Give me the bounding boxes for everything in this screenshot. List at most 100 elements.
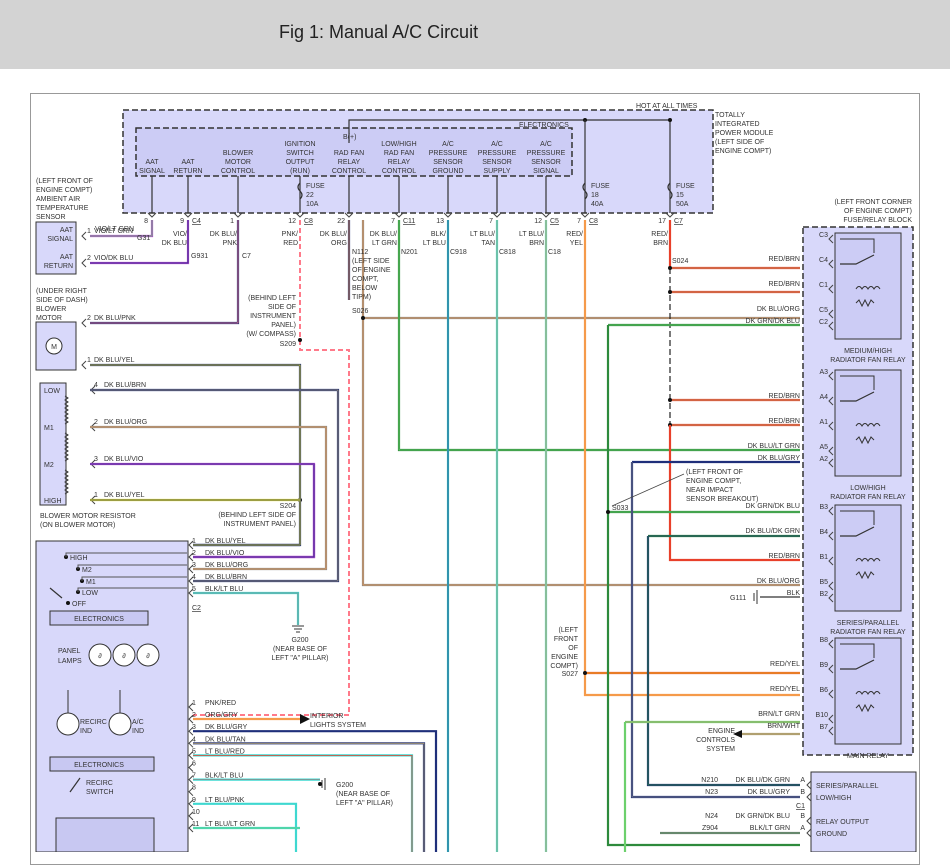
switch-position-label: M2 — [82, 567, 92, 574]
wire-label: BRN — [653, 240, 668, 247]
splice-s026: S026 — [352, 308, 368, 315]
relay-coil-icon — [855, 558, 881, 562]
resistor-wire-label: DK BLU/VIO — [104, 456, 144, 463]
aat-pin-label: SIGNAL — [47, 236, 73, 243]
relay-wire-label: RED/BRN — [768, 393, 800, 400]
relay-wire-label: RED/BRN — [768, 256, 800, 263]
relay-pin-connector — [828, 531, 834, 541]
splice-s027-note: (LEFT — [559, 627, 579, 634]
tipm-pin-number: 9 — [180, 218, 184, 225]
led-indicator-icon — [108, 712, 132, 736]
relay-name: RADIATOR FAN RELAY — [830, 494, 906, 501]
aat-pin-connector — [81, 231, 87, 241]
aat-wire-label: VIO/LT GRN — [94, 228, 133, 235]
fan-module-pin-label: B — [800, 789, 805, 796]
wire-dkblu-org-stripe — [362, 220, 800, 586]
blower-location: MOTOR — [36, 315, 62, 322]
c1-pin-number: 3 — [192, 724, 196, 731]
tipm-function-label: AAT — [181, 159, 195, 166]
switch-line — [81, 576, 187, 581]
wire-label: DK BLU/ — [370, 231, 397, 238]
c2-pin-connector — [188, 540, 194, 550]
c2-wire-label: DK BLU/YEL — [205, 538, 246, 545]
relay-coil-icon — [855, 286, 881, 290]
relay-pin-label: B10 — [816, 712, 829, 719]
wire-label: VIO/ — [173, 231, 187, 238]
splice-s209: S209 — [280, 341, 296, 348]
tipm-function-label: MOTOR — [225, 159, 251, 166]
c1-pin-number: 1 — [192, 700, 196, 707]
fan-module-wire-label: BLK/LT GRN — [750, 825, 790, 832]
splice-dot — [668, 266, 672, 270]
tipm-function-label: PRESSURE — [429, 150, 468, 157]
fan-module-pin-label: A — [800, 777, 805, 784]
aat-location: AMBIENT AIR — [36, 196, 80, 203]
relay-pin-connector — [828, 396, 834, 406]
c2-pin-connector — [188, 552, 194, 562]
c1-wire-label: DK BLU/GRY — [205, 724, 248, 731]
aat-pin-number: 1 — [87, 228, 91, 235]
splice-dot — [361, 316, 365, 320]
relay-pin-connector — [828, 593, 834, 603]
wire-red-brn-b1 — [668, 425, 800, 562]
blower-pin-number: 1 — [87, 357, 91, 364]
indicator-label: RECIRC — [80, 719, 107, 726]
relay-wire-label: DK BLU/ORG — [757, 578, 800, 585]
fan-module-pin-function: SERIES/PARALLEL — [816, 783, 879, 790]
tipm-function-label: SUPPLY — [483, 168, 510, 175]
relay-coil-icon — [855, 423, 881, 427]
relay-name: MEDIUM/HIGH — [844, 348, 892, 355]
c2-pin-number: 3 — [192, 562, 196, 569]
engine-controls-label: CONTROLS — [696, 737, 735, 744]
tipm-name: (LEFT SIDE OF — [715, 139, 764, 146]
figure-header: Fig 1: Manual A/C Circuit — [0, 0, 950, 69]
wire-c1-pin-stripe — [193, 755, 413, 852]
lamp-filament: ∂ — [146, 653, 150, 660]
tipm-pin-number: 8 — [144, 218, 148, 225]
fuse-icon — [582, 182, 588, 200]
c1-pin-number: 11 — [192, 821, 199, 828]
c2-pin-connector — [188, 564, 194, 574]
wire-c1-pin — [193, 802, 298, 852]
relay-pin-connector — [828, 664, 834, 674]
control-lower-block — [55, 817, 155, 852]
relay-pin-label: B5 — [819, 579, 828, 586]
tipm-function-label: A/C — [540, 141, 552, 148]
tipm-function-label: CONTROL — [221, 168, 255, 175]
tipm-pin-connector — [233, 212, 243, 218]
fuse-number: 15 — [676, 192, 684, 199]
blower-location: BLOWER — [36, 306, 66, 313]
c2-wire-label: DK BLU/VIO — [205, 550, 245, 557]
c1-pin-number: 6 — [192, 761, 196, 768]
blower-location: SIDE OF DASH) — [36, 297, 88, 304]
interior-lights-label: INTERIOR — [310, 713, 343, 720]
wire-pnk-red — [193, 220, 350, 716]
blower-location: (UNDER RIGHT — [36, 288, 88, 295]
relay-pin-label: B2 — [819, 591, 828, 598]
splice-dot — [668, 118, 672, 122]
relay-wire-label: RED/YEL — [770, 686, 800, 693]
tipm-connector-id: C8 — [304, 218, 313, 225]
relay-wire-label: DK BLU/DK GRN — [746, 528, 800, 535]
relay-pin-connector — [828, 458, 834, 468]
relay-pin-label: B9 — [819, 662, 828, 669]
wire-label: ORG — [331, 240, 347, 247]
wire-blk-ltblu-c2-stripe — [193, 592, 299, 625]
fan-module-pin-label: A — [800, 825, 805, 832]
tipm-name: INTEGRATED — [715, 121, 760, 128]
tipm-connector-id: C8 — [589, 218, 598, 225]
tipm-pin-number: 22 — [337, 218, 345, 225]
wire-label: DK BLU/ — [210, 231, 237, 238]
fuse-label: FUSE — [676, 183, 695, 190]
tipm-function-label: RAD FAN — [384, 150, 414, 157]
relay-resistor-icon — [855, 298, 875, 308]
engine-controls-label: SYSTEM — [706, 746, 735, 753]
recirc-switch-icon — [69, 777, 81, 793]
ground-icon — [292, 625, 304, 633]
c1-pin-connector — [188, 811, 194, 821]
circuit-id: N201 — [401, 249, 418, 256]
wire-red-yel — [583, 220, 800, 697]
wire-vio-ltgrn-stripe — [90, 220, 153, 237]
tipm-pin-number: 1 — [230, 218, 234, 225]
relay-wire-label: RED/BRN — [768, 553, 800, 560]
